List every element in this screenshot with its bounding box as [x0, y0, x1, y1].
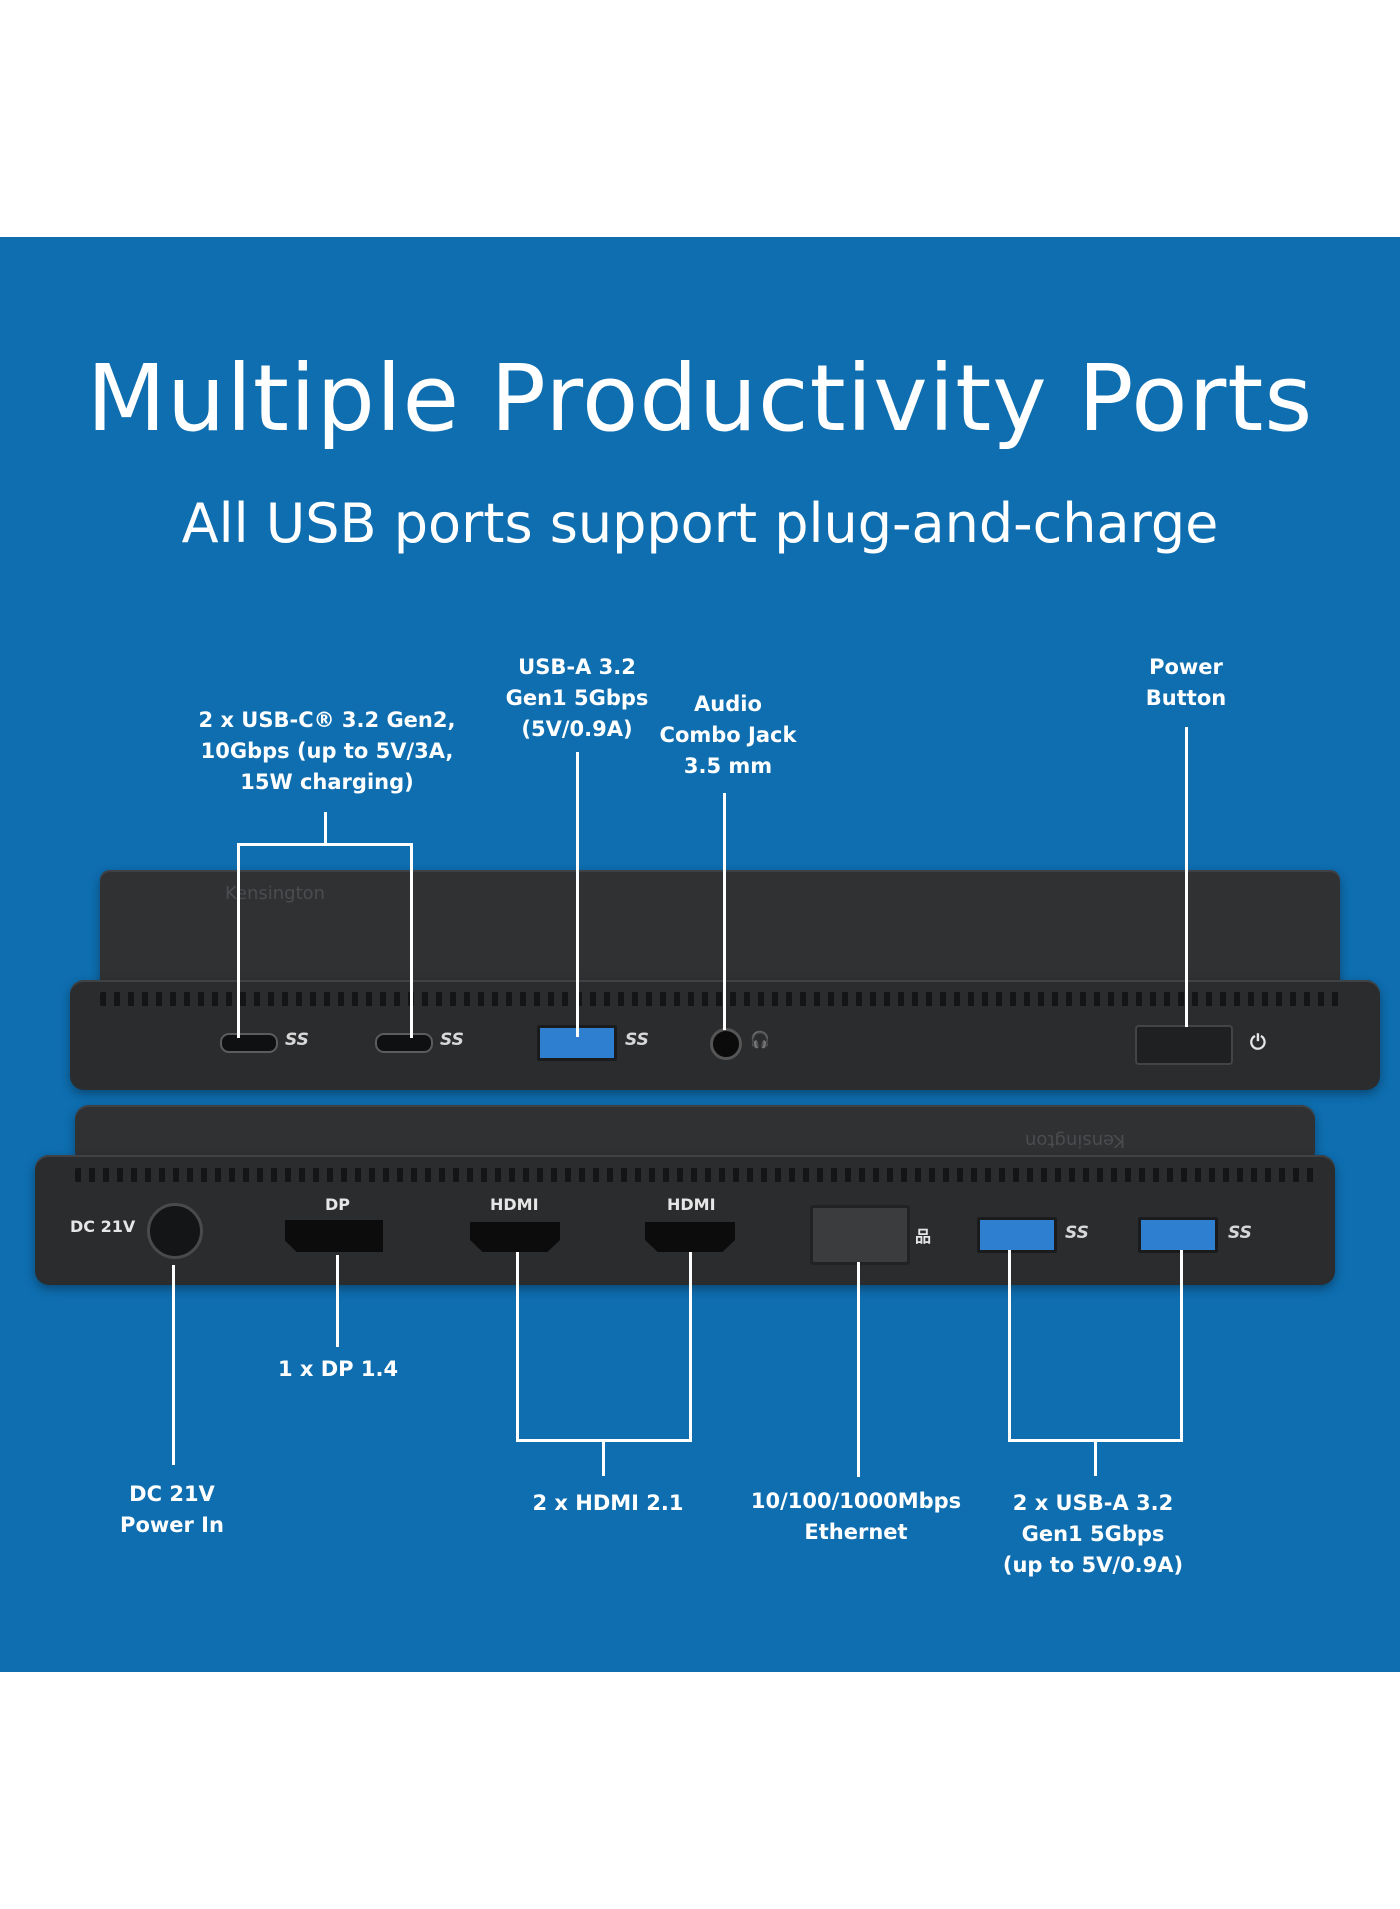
- network-icon: 品: [915, 1227, 932, 1246]
- usba-rear-line-bottom: [1094, 1439, 1097, 1476]
- power-icon: ⏻: [1250, 1030, 1266, 1054]
- dc-power-jack: [147, 1203, 203, 1259]
- usbc-line-1: [237, 843, 240, 1038]
- ss-logo-3: SS: [625, 1030, 649, 1050]
- ethernet-port: [810, 1205, 910, 1265]
- hdmi-port-1: [470, 1222, 560, 1252]
- callout-usbc: 2 x USB-C® 3.2 Gen2, 10Gbps (up to 5V/3A…: [198, 708, 456, 794]
- dc-line: [172, 1265, 175, 1465]
- callout-usba-front: USB-A 3.2 Gen1 5Gbps (5V/0.9A): [505, 655, 649, 741]
- dock-top-surface: [100, 870, 1340, 990]
- page-title: Multiple Productivity Ports: [86, 345, 1314, 452]
- usba-front-line: [576, 752, 579, 1037]
- callout-power-button: Power Button: [1145, 655, 1227, 710]
- dc-label: DC 21V: [70, 1217, 136, 1236]
- hdmi-line-bottom: [602, 1439, 605, 1476]
- callout-dp: 1 x DP 1.4: [277, 1357, 399, 1381]
- page-subtitle: All USB ports support plug-and-charge: [181, 492, 1219, 555]
- usba-rear-line-1: [1008, 1250, 1011, 1442]
- vents-rear: [75, 1168, 1315, 1182]
- usbc-line-2: [410, 843, 413, 1038]
- audio-line: [723, 793, 726, 1030]
- dp-line: [336, 1255, 339, 1347]
- ss-logo-4: SS: [1065, 1223, 1089, 1243]
- brand-text-rear: Kensington: [1025, 1130, 1126, 1151]
- usbc-port-1: [220, 1033, 278, 1053]
- hdmi-line-2: [689, 1252, 692, 1442]
- hdmi-port-2: [645, 1222, 735, 1252]
- callout-dc: DC 21V Power In: [120, 1482, 224, 1537]
- ss-logo-1: SS: [285, 1030, 309, 1050]
- headphone-icon: 🎧: [750, 1030, 770, 1049]
- power-line: [1185, 727, 1188, 1027]
- power-button: [1135, 1025, 1233, 1065]
- usbc-port-2: [375, 1033, 433, 1053]
- audio-jack: [710, 1028, 742, 1060]
- callout-ethernet: 10/100/1000Mbps Ethernet: [750, 1489, 962, 1544]
- usbc-line-top: [324, 812, 327, 845]
- hdmi-line-1: [516, 1252, 519, 1442]
- usba-rear-port-1: [977, 1217, 1057, 1253]
- usba-rear-port-2: [1138, 1217, 1218, 1253]
- callout-hdmi: 2 x HDMI 2.1: [532, 1491, 684, 1515]
- hdmi-port-label-1: HDMI: [490, 1195, 539, 1214]
- ethernet-line: [857, 1262, 860, 1477]
- callout-usba-rear: 2 x USB-A 3.2 Gen1 5Gbps (up to 5V/0.9A): [1002, 1491, 1184, 1577]
- ss-logo-2: SS: [440, 1030, 464, 1050]
- dp-port-label: DP: [325, 1195, 351, 1214]
- hdmi-port-label-2: HDMI: [667, 1195, 716, 1214]
- callout-audio: Audio Combo Jack 3.5 mm: [659, 692, 797, 778]
- displayport: [285, 1220, 383, 1252]
- dock-rear-view: Kensington DC 21V DP HDMI HDMI 品 SS SS: [35, 1105, 1345, 1300]
- ss-logo-5: SS: [1228, 1223, 1252, 1243]
- usba-rear-line-2: [1180, 1250, 1183, 1442]
- brand-text: Kensington: [225, 883, 326, 904]
